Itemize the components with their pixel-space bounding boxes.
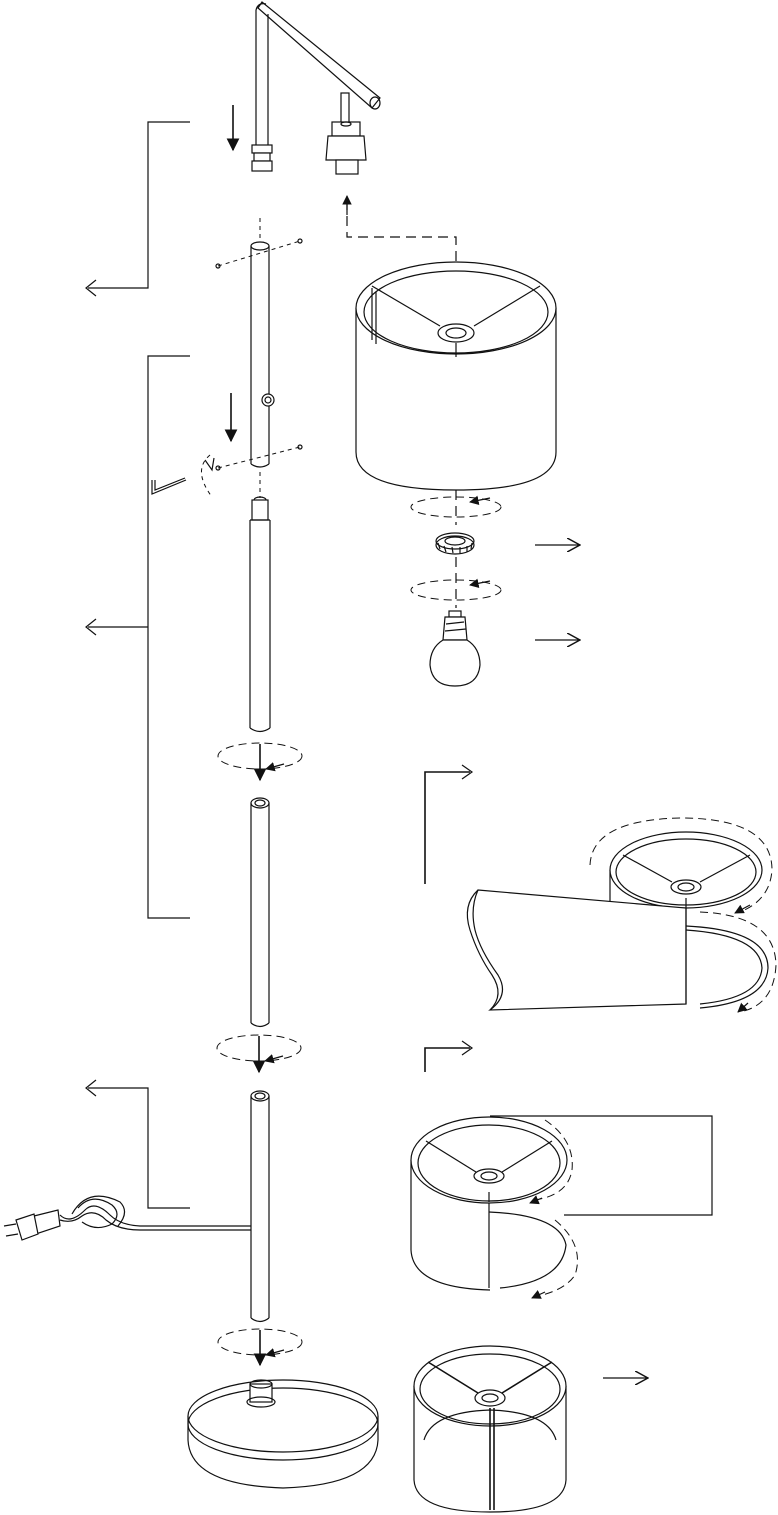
twist-indicator-3 xyxy=(218,1329,302,1365)
shade-final xyxy=(414,1346,566,1512)
allen-key xyxy=(152,455,214,497)
arm-assembly xyxy=(252,2,380,174)
lower-connector-tube xyxy=(251,798,269,1027)
shade-wrap-step-2 xyxy=(411,1116,712,1298)
bottom-tube xyxy=(251,1091,269,1322)
light-bulb xyxy=(430,611,480,686)
bracket-arm xyxy=(86,122,190,296)
upper-tube xyxy=(216,218,302,470)
base xyxy=(188,1380,378,1488)
shade-wrap-step-2-callout xyxy=(425,1041,472,1072)
power-cord xyxy=(60,1196,251,1230)
twist-indicator-2 xyxy=(217,1035,301,1072)
twist-indicator-1 xyxy=(218,743,302,780)
bracket-bottom xyxy=(86,1080,190,1208)
lampshade xyxy=(356,262,556,490)
shade-wrap-step-1 xyxy=(467,818,776,1012)
shade-ring xyxy=(411,497,501,554)
middle-tube xyxy=(250,472,270,732)
plug xyxy=(4,1210,60,1240)
bracket-tubes xyxy=(86,356,190,918)
shade-wrap-step-1-callout xyxy=(425,765,472,884)
